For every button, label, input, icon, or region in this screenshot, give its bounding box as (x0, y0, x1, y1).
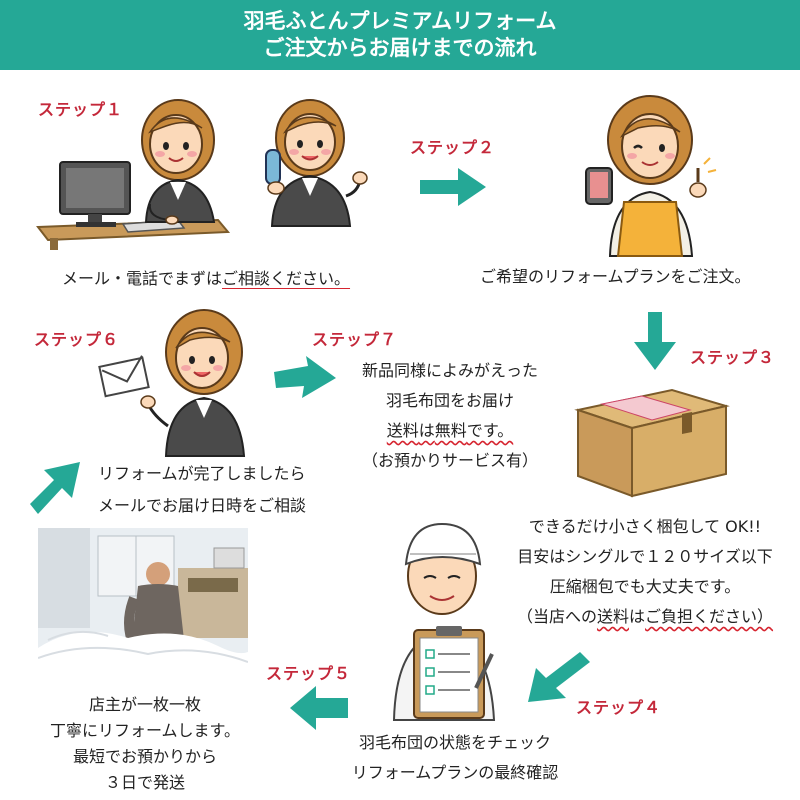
step6-text: リフォームが完了しましたら メールでお届け日時をご相談 (98, 458, 306, 522)
step6-line2: メールでお届け日時をご相談 (98, 496, 307, 515)
smartphone-icon (585, 95, 717, 257)
step5-line2: 丁寧にリフォームします。 (50, 721, 240, 740)
arrow-icon (634, 312, 676, 370)
step3-line1: できるだけ小さく梱包して OK!! (528, 517, 762, 536)
step7-line3: 送料は無料です。 (330, 416, 570, 446)
step1-text: メール・電話でまずはご相談ください。 (62, 266, 350, 292)
step5-line4: ３日で発送 (104, 773, 185, 792)
step1-label: ステップ１ (38, 100, 124, 119)
step4-line1: 羽毛布団の状態をチェック (358, 733, 551, 752)
step2-label: ステップ２ (410, 138, 496, 157)
shopkeeper-image (38, 528, 248, 680)
page-subtitle: ご注文からお届けまでの流れ (263, 36, 537, 60)
step3-line4-emph2: ご負担ください） (645, 607, 774, 626)
shop-photo (38, 528, 248, 680)
arrow-icon (30, 462, 80, 514)
step5-text: 店主が一枚一枚 丁寧にリフォームします。 最短でお預かりから ３日で発送 (20, 692, 270, 796)
arrow-icon (420, 168, 486, 206)
step4-label: ステップ４ (576, 698, 662, 717)
step4-text: 羽毛布団の状態をチェック リフォームプランの最終確認 (330, 728, 580, 788)
step5-line1: 店主が一枚一枚 (88, 695, 201, 714)
arrow-icon (290, 686, 348, 730)
operator-icon (36, 99, 231, 250)
step4-line2: リフォームプランの最終確認 (351, 763, 559, 782)
step1-text-emph: ご相談ください。 (222, 269, 351, 288)
step7-line2: 羽毛布団をお届け (385, 391, 514, 410)
step3-line3: 圧縮梱包でも大丈夫です。 (549, 577, 741, 596)
step7-line4: （お預かりサービス有） (361, 451, 538, 470)
step7-line3-suffix: です。 (466, 421, 514, 440)
step3-line2: 目安はシングルで１２０サイズ以下 (517, 547, 773, 566)
step3-line4-prefix: （当店への (516, 607, 597, 626)
clipboard-icon (392, 522, 496, 721)
envelope-icon (98, 355, 150, 398)
step3-label: ステップ３ (690, 348, 776, 367)
step3-line4-mid: は (629, 607, 646, 626)
arrow-icon (274, 356, 336, 398)
step3-text: できるだけ小さく梱包して OK!! 目安はシングルで１２０サイズ以下 圧縮梱包で… (490, 512, 800, 632)
step7-line3-emph2: 無料 (434, 421, 467, 440)
step7-label: ステップ７ (312, 330, 398, 349)
step3-line4-emph1: 送料 (596, 607, 629, 626)
step7-line1: 新品同様によみがえった (361, 361, 538, 380)
step7-text: 新品同様によみがえった 羽毛布団をお届け 送料は無料です。 （お預かりサービス有… (330, 356, 570, 476)
box-icon (574, 388, 730, 498)
step1-text-prefix: メール・電話でまずは (62, 269, 223, 288)
step5-line3: 最短でお預かりから (72, 747, 217, 766)
arrow-icon (528, 652, 590, 702)
page-title: 羽毛ふとんプレミアムリフォーム (243, 9, 557, 33)
step3-line4: （当店への送料はご負担ください） (490, 602, 800, 632)
step2-text: ご希望のリフォームプランをご注文。 (480, 267, 751, 286)
step5-label: ステップ５ (266, 664, 352, 683)
step7-line3-mid: は (418, 421, 435, 440)
step6-line1: リフォームが完了しましたら (98, 464, 306, 483)
step7-line3-emph1: 送料 (386, 421, 419, 440)
step6-label: ステップ６ (34, 330, 120, 349)
phone-icon (265, 99, 368, 227)
operator-icon (140, 309, 246, 457)
header-banner: 羽毛ふとんプレミアムリフォーム ご注文からお届けまでの流れ (0, 0, 800, 70)
